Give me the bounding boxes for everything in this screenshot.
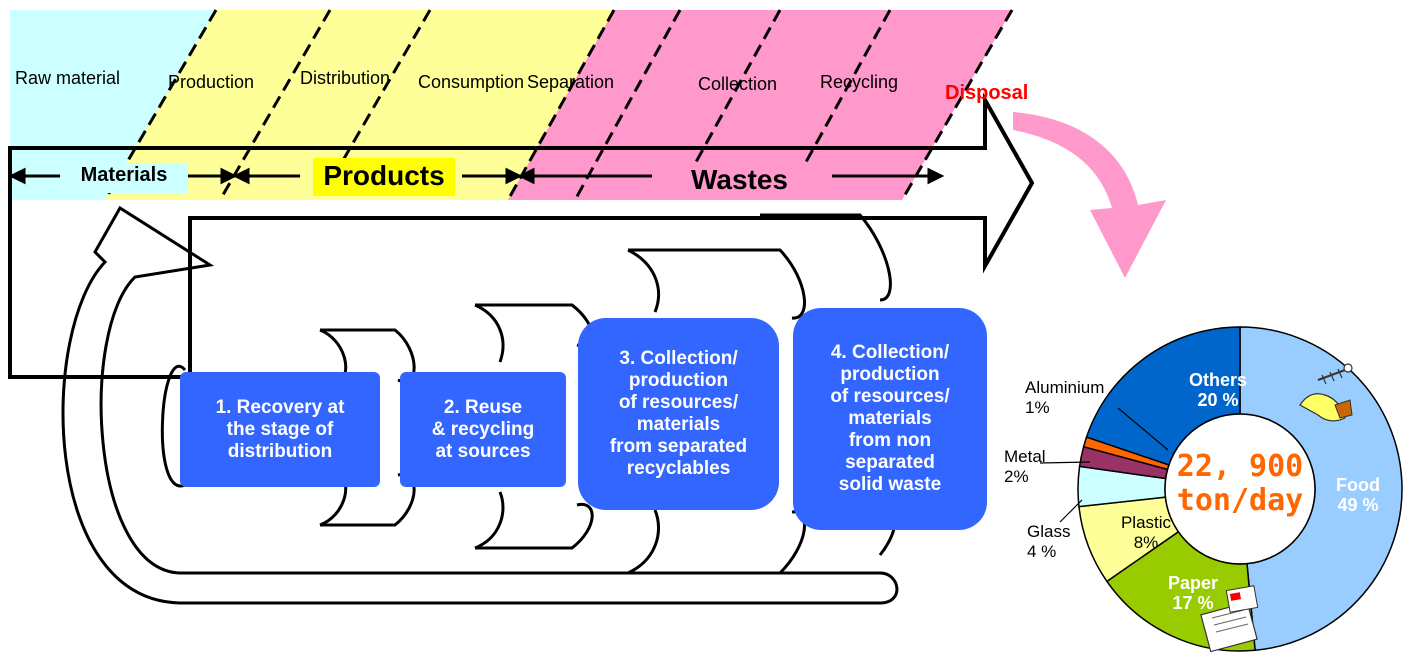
disposal-arrow [1013,112,1166,278]
step-3-line: production [628,370,729,391]
pie-label-aluminium: Aluminium 1% [1025,378,1125,418]
pie-label-food-value: 49 % [1337,495,1379,515]
step-4-line: production [840,364,940,385]
newspaper-icon [1200,585,1259,653]
materials-label: Materials [80,164,168,186]
stage-label-raw-material: Raw material [15,68,121,88]
stage-label-separation: Separation [527,72,615,92]
pie-label-metal-name: Metal [1004,447,1046,466]
products-band [105,10,614,200]
total-amount: 22, 900 [1176,449,1304,484]
step-3-line: recyclables [626,458,731,479]
leader-line-aluminium [1117,407,1169,451]
pie-label-paper: Paper 17 % [1158,573,1228,613]
waste-composition-pie [1039,326,1403,653]
pie-label-others-value: 20 % [1197,390,1239,410]
step-3-line: of resources/ [618,392,739,413]
step-1-line: 1. Recovery at [215,396,345,418]
step-3-box: 3. Collection/ production of resources/ … [578,318,779,510]
return-loop-arrow [61,205,899,605]
fish-bone-garbage-icon [1299,363,1353,422]
pie-label-metal-value: 2% [1004,467,1029,486]
pie-label-aluminium-name: Aluminium [1025,378,1105,397]
pie-label-glass-name: Glass [1027,522,1071,541]
stage-label-collection: Collection [698,74,778,94]
step-2-box: 2. Reuse & recycling at sources [400,372,566,487]
pie-label-plastic: Plastic 8% [1114,513,1178,553]
disposal-label: Disposal [945,82,1029,104]
step-4-box: 4. Collection/ production of resources/ … [793,308,987,530]
main-flow-arrow [8,92,1035,379]
step-1-line: distribution [227,440,333,462]
wastes-label: Wastes [690,164,788,195]
step-2-line: 2. Reuse [443,396,523,418]
step-1-box: 1. Recovery at the stage of distribution [180,372,380,487]
products-label: Products [323,160,445,191]
pie-label-paper-name: Paper [1167,573,1219,593]
pie-label-paper-value: 17 % [1172,593,1214,613]
wastes-label-bg [657,163,822,197]
stage-label-recycling: Recycling [820,72,899,92]
step-4-line: materials [848,408,932,429]
products-label-bg [313,158,455,196]
step-3-line: from separated [609,436,748,457]
step-4-line: 4. Collection/ [830,342,950,363]
materials-band [10,10,216,200]
pie-label-plastic-value: 8% [1133,533,1159,552]
total-unit: ton/day [1176,483,1304,518]
wastes-band [508,10,1012,200]
step-4-line: separated [845,452,935,473]
stage-label-production: Production [168,72,255,92]
pie-label-glass-value: 4 % [1027,542,1057,561]
leader-line-glass [1059,499,1083,523]
step-3-line: materials [636,414,721,435]
pie-label-metal: Metal 2% [1004,447,1064,487]
materials-label-bg [60,163,188,193]
pie-label-aluminium-value: 1% [1025,398,1050,417]
pie-center-total: 22, 900 ton/day [1170,450,1310,518]
step-1-line: the stage of [226,418,334,440]
step-3-line: 3. Collection/ [619,348,738,369]
pie-label-glass: Glass 4 % [1027,522,1087,562]
pie-label-plastic-name: Plastic [1120,513,1172,532]
step-2-line: at sources [435,440,531,462]
stage-label-consumption: Consumption [418,72,525,92]
step-4-line: of resources/ [830,386,950,407]
pie-label-others-name: Others [1188,370,1248,390]
pie-label-food-name: Food [1336,475,1380,495]
stage-label-distribution: Distribution [300,68,391,88]
step-4-line: solid waste [838,474,942,495]
pie-center-hole [1164,413,1316,565]
step-2-line: & recycling [431,418,535,440]
leader-line-metal [1039,461,1091,464]
pie-label-others: Others 20 % [1178,370,1258,410]
pie-label-food: Food 49 % [1328,475,1388,515]
step-4-line: from non [848,430,932,451]
